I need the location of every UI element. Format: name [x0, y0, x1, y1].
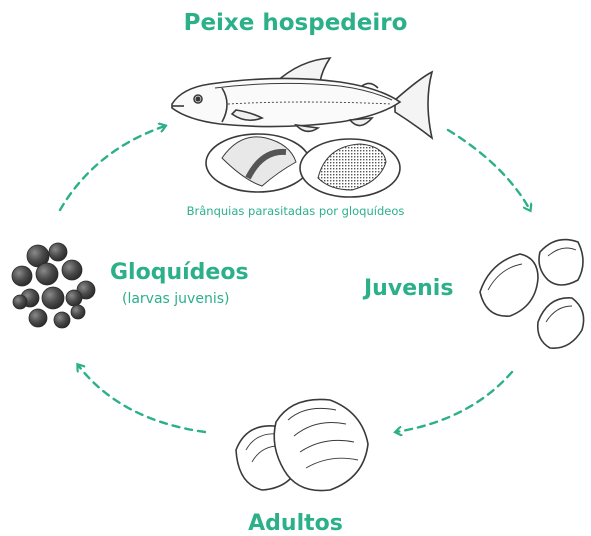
- gills-caption: Brânquias parasitadas por gloquídeos: [0, 204, 591, 218]
- glochidia-cluster-icon: [12, 243, 95, 328]
- arrow-adults-to-glochidia: [78, 365, 205, 432]
- glochidia-label: Gloquídeos: [110, 260, 249, 285]
- adults-label: Adultos: [0, 511, 591, 536]
- arrow-juveniles-to-adults: [396, 372, 512, 432]
- fish-icon: [172, 58, 432, 138]
- arrow-glochidia-to-host: [60, 126, 165, 210]
- juvenile-shells-icon: [480, 240, 584, 349]
- adult-shells-icon: [236, 399, 368, 490]
- glochidia-note: (larvas juvenis): [122, 291, 229, 307]
- gill-icon: [206, 134, 400, 197]
- host-fish-label: Peixe hospedeiro: [0, 10, 591, 36]
- juveniles-label: Juvenis: [364, 276, 453, 301]
- arrow-host-to-juveniles: [448, 130, 530, 210]
